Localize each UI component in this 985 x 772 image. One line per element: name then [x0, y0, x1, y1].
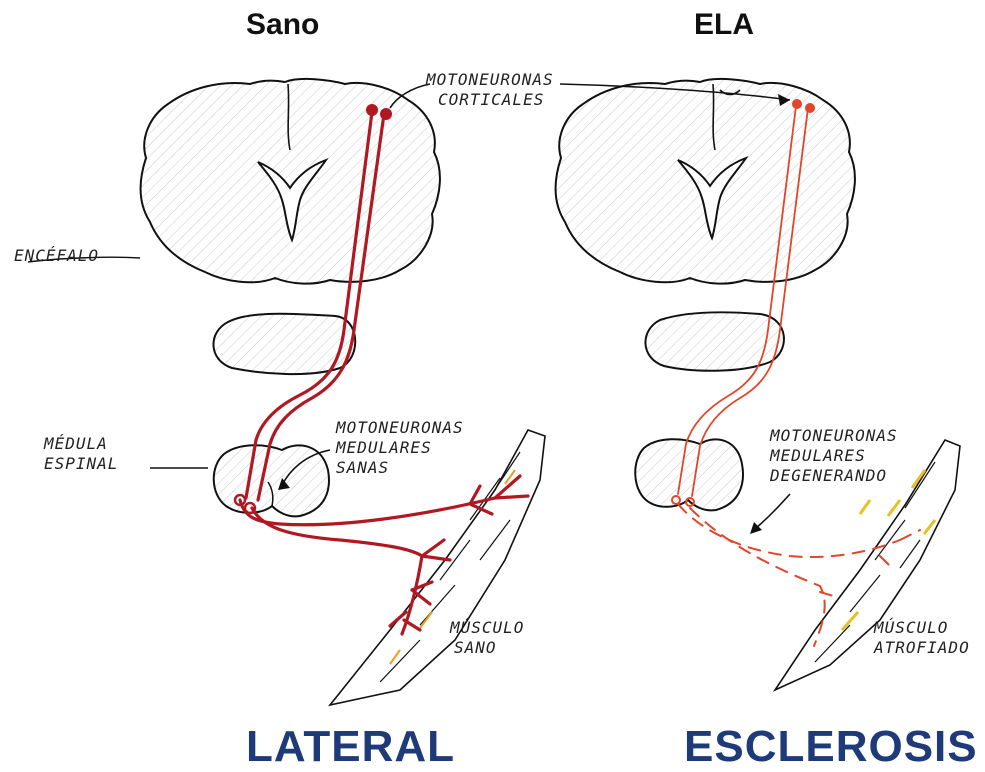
healthy-muscle-label: MÚSCULO SANO: [450, 618, 524, 658]
als-muscle-label-line1: MÚSCULO: [874, 618, 970, 638]
healthy-title: Sano: [246, 8, 319, 42]
healthy-motor-label-line2: MEDULARES: [336, 438, 464, 458]
healthy-panel: [141, 79, 546, 705]
footer-word-right: ESCLEROSIS: [684, 722, 978, 772]
spinal-label: MÉDULA ESPINAL: [44, 434, 118, 474]
cortical-label-line1: MOTONEURONAS: [426, 70, 554, 90]
spinal-label-line1: MÉDULA: [44, 434, 118, 454]
als-spinal-cord: [635, 439, 743, 510]
als-motor-label: MOTONEURONAS MEDULARES DEGENERANDO: [770, 426, 898, 486]
als-motor-pointer: [756, 494, 790, 528]
healthy-motor-label-line3: SANAS: [336, 458, 464, 478]
footer-word-left: LATERAL: [246, 722, 455, 772]
healthy-muscle-label-line2: SANO: [450, 638, 524, 658]
als-motor-label-line3: DEGENERANDO: [770, 466, 898, 486]
healthy-motor-label-line1: MOTONEURONAS: [336, 418, 464, 438]
als-motor-label-line2: MEDULARES: [770, 446, 898, 466]
healthy-motor-label: MOTONEURONAS MEDULARES SANAS: [336, 418, 464, 478]
als-title: ELA: [694, 8, 754, 42]
cortical-label-line2: CORTICALES: [426, 90, 554, 110]
als-muscle-label: MÚSCULO ATROFIADO: [874, 618, 970, 658]
spinal-label-line2: ESPINAL: [44, 454, 118, 474]
cortical-label: MOTONEURONAS CORTICALES: [426, 70, 554, 110]
als-motor-label-line1: MOTONEURONAS: [770, 426, 898, 446]
healthy-brain: [141, 79, 440, 284]
als-muscle-label-line2: ATROFIADO: [874, 638, 970, 658]
healthy-muscle-label-line1: MÚSCULO: [450, 618, 524, 638]
als-brainstem: [645, 312, 783, 370]
als-panel: [556, 79, 961, 690]
brain-label: ENCÉFALO: [14, 246, 99, 266]
